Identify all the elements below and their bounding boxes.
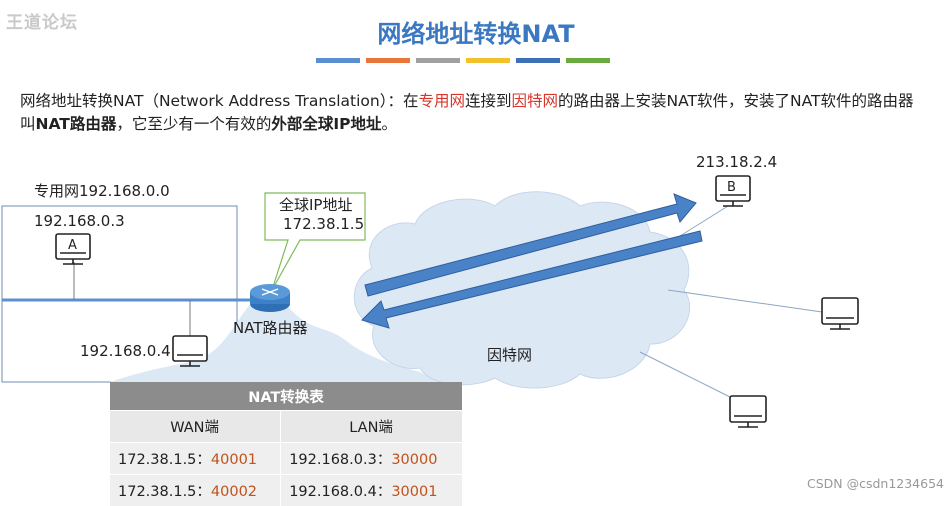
host-a-ip: 192.168.0.3: [34, 212, 125, 230]
global-ip-value: 172.38.1.5: [283, 215, 364, 233]
private-network-label: 专用网192.168.0.0: [34, 180, 170, 201]
monitor-icon-2: [173, 336, 207, 366]
wan-port: 40002: [211, 484, 257, 500]
router-icon: [250, 284, 290, 312]
lan-cell: 192.168.0.4：30001: [281, 475, 462, 506]
global-ip-title: 全球IP地址: [279, 194, 352, 215]
monitor-icon-right: [822, 298, 858, 329]
host-a-label: A: [68, 238, 77, 253]
lan-cell: 192.168.0.3：30000: [281, 443, 462, 475]
wan-ip: 172.38.1.5：: [118, 484, 211, 500]
monitor-icon-bottom: [730, 396, 766, 427]
table-row: 172.38.1.5：40002 192.168.0.4：30001: [110, 475, 462, 506]
host-2-ip: 192.168.0.4: [80, 342, 171, 360]
wan-cell: 172.38.1.5：40002: [110, 475, 281, 506]
wan-ip: 172.38.1.5：: [118, 452, 211, 468]
column-header-lan: LAN端: [281, 411, 462, 443]
wan-port: 40001: [211, 452, 257, 468]
link-host-bottom: [640, 352, 736, 400]
host-b-label: B: [727, 180, 736, 195]
lan-port: 30001: [391, 484, 437, 500]
nat-translation-table: NAT转换表 WAN端 LAN端 172.38.1.5：40001 192.16…: [110, 382, 462, 506]
lan-port: 30000: [391, 452, 437, 468]
link-host-right: [668, 290, 822, 312]
footer-credit: CSDN @csdn1234654: [807, 476, 944, 491]
nat-router-label: NAT路由器: [233, 317, 307, 338]
column-header-wan: WAN端: [110, 411, 281, 443]
nat-table-title: NAT转换表: [110, 382, 462, 411]
wan-cell: 172.38.1.5：40001: [110, 443, 281, 475]
internet-label: 因特网: [487, 344, 532, 365]
table-row: 172.38.1.5：40001 192.168.0.3：30000: [110, 443, 462, 475]
lan-ip: 192.168.0.4：: [289, 484, 391, 500]
lan-ip: 192.168.0.3：: [289, 452, 391, 468]
host-b-ip: 213.18.2.4: [696, 153, 777, 171]
